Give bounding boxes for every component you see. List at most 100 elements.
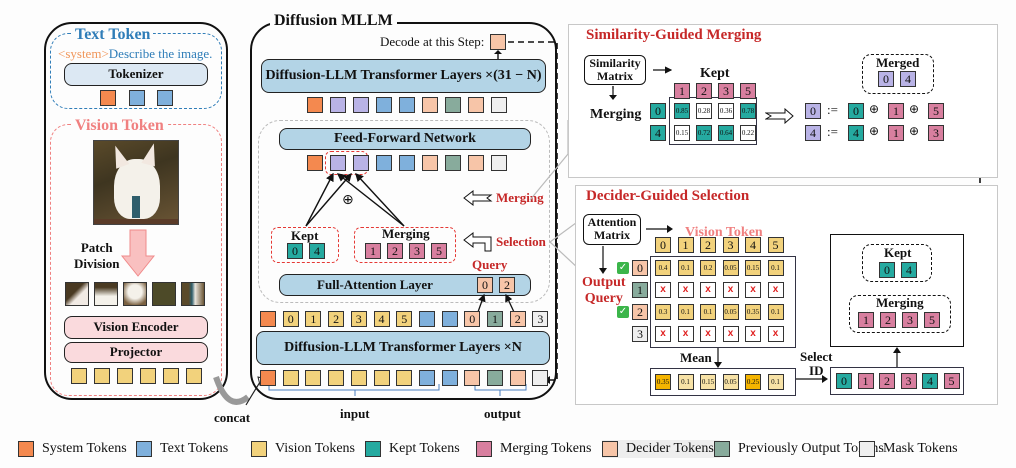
attn-cell: x: [722, 326, 739, 342]
attn-cell: x: [700, 326, 716, 342]
merging-group: [354, 227, 456, 263]
check-icon: ✓: [617, 306, 629, 318]
mean-frame: [650, 368, 796, 396]
mid-row-token: [376, 155, 392, 171]
lower-row-token: 0: [282, 311, 299, 327]
top-row-token: [399, 97, 415, 113]
kept-token: 4: [309, 243, 325, 259]
formula-merge-token: 5: [928, 103, 944, 119]
result-kept-label: Kept: [884, 245, 912, 260]
top-row-token: [353, 97, 369, 113]
top-row-token: [307, 97, 323, 113]
sim-kept-label: Kept: [700, 66, 730, 81]
patch-division-label: Patch Division: [74, 240, 120, 272]
legend-label: Previously Output Tokens: [738, 441, 884, 456]
projector-box: Projector: [64, 342, 208, 363]
top-row-token: [376, 97, 392, 113]
vision-token: [71, 368, 87, 384]
mid-row-token: [399, 155, 415, 171]
legend-swatch: [365, 441, 381, 457]
merging-token: 2: [387, 243, 403, 259]
mid-row-token: [307, 155, 323, 171]
attn-cell: 0.1: [677, 260, 694, 276]
formula-kept-token: 4: [848, 125, 864, 141]
select-line2: ID: [809, 363, 824, 378]
sim-col-token: 5: [740, 83, 756, 99]
sim-down-arrow: [609, 86, 617, 100]
bottom-row-token: [532, 370, 549, 386]
vision-token-title: Vision Token: [72, 117, 167, 135]
legend-item: Mask Tokens: [859, 440, 958, 458]
image-patch: [181, 282, 205, 306]
select-arrow: [796, 375, 828, 383]
attn-matrix-frame: [650, 256, 796, 348]
attn-cell: 0.1: [767, 304, 784, 320]
merging-hollow-arrow: [463, 190, 493, 206]
bottom-row-token: [305, 370, 322, 386]
legend-label: System Tokens: [42, 441, 127, 456]
lower-row-token: [441, 311, 458, 327]
decode-arrow: [494, 50, 502, 60]
selection-result-box: [830, 234, 964, 347]
image-patch: [94, 282, 118, 306]
top-row-token: [491, 97, 507, 113]
mean-cell: 0.25: [745, 374, 761, 390]
attn-cell: 0.05: [722, 304, 739, 320]
formula-oplus: ⊕: [869, 102, 880, 116]
legend-item: Decider Tokens: [602, 440, 720, 458]
lower-row-token: 2: [509, 311, 526, 327]
select-id-token: 3: [900, 373, 917, 389]
select-id-token: 2: [879, 373, 895, 389]
mean-cell: 0.35: [655, 374, 671, 390]
lower-row-token: 4: [373, 311, 390, 327]
system-tag: <system>: [58, 46, 109, 61]
merge-arrows: [305, 172, 405, 227]
formula-assign: :=: [827, 102, 838, 117]
attn-cell: 0.2: [700, 260, 716, 276]
input-panel: [44, 22, 228, 400]
merged-label: Merged: [876, 55, 920, 70]
attn-cell: 0.15: [745, 260, 761, 276]
attn-cell: x: [722, 282, 739, 298]
vision-token-axis-label: Vision Token: [685, 225, 763, 240]
prompt: Describe the image.: [108, 46, 213, 61]
attn-col-token: 4: [745, 237, 761, 253]
patch-label-line1: Patch: [80, 240, 113, 255]
merging-token: 3: [409, 243, 425, 259]
legend-label: Mask Tokens: [883, 441, 958, 456]
bottom-row-token: [418, 370, 435, 386]
lower-row-token: 5: [396, 311, 413, 327]
result-merging-group: [849, 295, 951, 333]
merging-group-label: Merging: [382, 226, 430, 241]
attn-row-token: 2: [632, 304, 648, 320]
lower-row-token: [418, 311, 435, 327]
attn-cell: x: [700, 282, 716, 298]
prompt-text: <system>Describe the image.: [58, 46, 212, 62]
formula-oplus: ⊕: [869, 124, 880, 138]
attn-col-token: 1: [677, 237, 694, 253]
input-output-braces: [268, 384, 527, 396]
attn-cell: x: [745, 282, 761, 298]
sim-cell: 0.28: [696, 103, 712, 119]
legend-label: Merging Tokens: [500, 441, 592, 456]
mean-cell: 0.1: [677, 374, 694, 390]
lower-row-token: [260, 311, 276, 327]
attn-cell: 0.35: [745, 304, 761, 320]
formula-oplus: ⊕: [909, 124, 920, 138]
dog-image: [93, 140, 179, 225]
formula-assign: :=: [827, 124, 838, 139]
concat-label: concat: [214, 410, 251, 425]
attn-cell: x: [745, 326, 761, 342]
query-arrows: [477, 293, 515, 312]
result-kept-token: 0: [879, 262, 895, 278]
output-query-line1: Output: [582, 275, 626, 290]
output-label: output: [484, 406, 521, 421]
sim-merging-label: Merging: [590, 107, 642, 122]
sim-col-token: 2: [696, 83, 712, 99]
kept-label: Kept: [291, 228, 319, 243]
mean-label: Mean: [680, 350, 712, 365]
bottom-row-token: [464, 370, 481, 386]
mid-row-token: [422, 155, 438, 171]
legend-swatch: [251, 441, 267, 457]
attention-matrix-box: Attention Matrix: [583, 214, 641, 245]
